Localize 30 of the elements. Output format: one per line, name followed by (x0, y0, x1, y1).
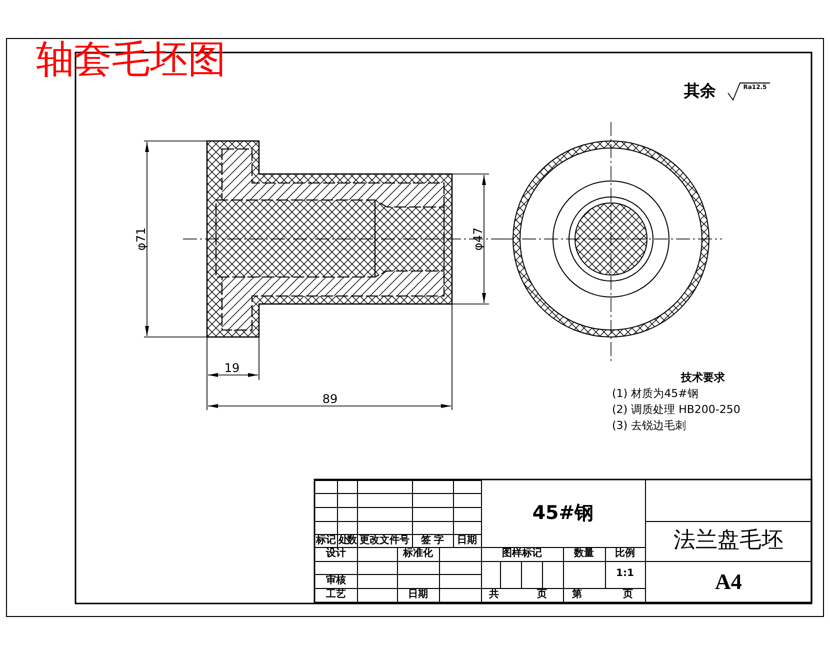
sheet-size-text: A4 (715, 570, 742, 592)
table-text: 标准化 (403, 549, 433, 559)
dimension-text: φ47 (472, 227, 484, 251)
table-text: 设计 (326, 549, 346, 559)
dimension-text: 19 (224, 362, 240, 374)
material-text: 45#钢 (532, 504, 594, 523)
dimension-text: φ71 (135, 227, 147, 251)
requirement-text: (3) 去锐边毛刺 (612, 420, 686, 431)
table-text: 更改文件号 (360, 536, 410, 546)
table-text: 共 (489, 590, 499, 600)
table-text: 签 字 (420, 536, 444, 546)
dimension-text: 89 (322, 393, 338, 405)
table-text: 第 (572, 590, 582, 600)
table-text: 处数 (338, 536, 356, 546)
heading-text: 技术要求 (681, 372, 725, 383)
table-text: 页 (537, 590, 547, 600)
table-text: 数量 (574, 549, 594, 559)
table-text: 图样标记 (502, 549, 542, 559)
table-text: 日期 (408, 590, 428, 600)
table-text: 审核 (326, 576, 346, 586)
note-text: 其余 (684, 83, 716, 99)
scale-text: 1:1 (616, 569, 634, 579)
table-text: 工艺 (326, 590, 346, 600)
part-name-text: 法兰盘毛坯 (674, 530, 784, 552)
table-text: 标记 (316, 536, 336, 546)
requirement-text: (1) 材质为45#钢 (612, 388, 698, 399)
requirement-text: (2) 调质处理 HB200-250 (612, 404, 740, 415)
table-text: 页 (623, 590, 633, 600)
table-text: 日期 (457, 536, 477, 546)
table-text: 比例 (615, 549, 635, 559)
